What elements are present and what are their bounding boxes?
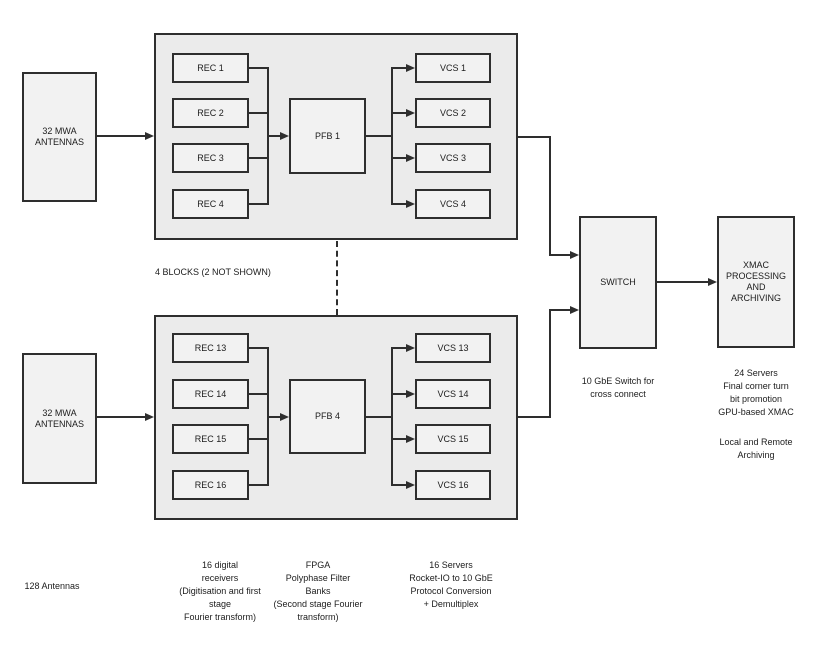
rec-4-box: REC 4 <box>172 189 249 219</box>
connector-line <box>249 67 268 69</box>
xmac-box: XMAC PROCESSING AND ARCHIVING <box>717 216 795 348</box>
rec-16-box: REC 16 <box>172 470 249 500</box>
connector-line <box>249 393 268 395</box>
arrowhead <box>708 278 717 286</box>
pfb-1-box: PFB 1 <box>289 98 366 174</box>
connector-line <box>366 416 392 418</box>
connector-line <box>249 347 268 349</box>
switch-note: 10 GbE Switch for cross connect <box>581 376 655 399</box>
arrowhead <box>406 481 415 489</box>
rec-2-box: REC 2 <box>172 98 249 128</box>
receivers-note: 16 digital receivers (Digitisation and f… <box>179 560 261 622</box>
connector-line <box>392 112 406 114</box>
arrowhead <box>406 435 415 443</box>
switch-box: SWITCH <box>579 216 657 349</box>
vcs-16-box: VCS 16 <box>415 470 491 500</box>
antennas-count-note: 128 Antennas <box>24 581 80 591</box>
vcs-2-box: VCS 2 <box>415 98 491 128</box>
vcs-3-box: VCS 3 <box>415 143 491 173</box>
pfb-note: FPGA Polyphase Filter Banks (Second stag… <box>273 560 363 622</box>
arrowhead <box>280 413 289 421</box>
connector-line <box>392 157 406 159</box>
arrowhead <box>406 344 415 352</box>
connector-line <box>268 135 281 137</box>
connector-line <box>550 254 571 256</box>
connector-line <box>392 438 406 440</box>
connector-line <box>391 347 393 486</box>
connector-line <box>366 135 392 137</box>
connector-line <box>516 416 551 418</box>
connector-line <box>549 309 551 418</box>
connector-line <box>657 281 709 283</box>
antennas-box-bottom: 32 MWA ANTENNAS <box>22 353 97 484</box>
arrowhead <box>406 154 415 162</box>
connector-line <box>550 309 571 311</box>
connector-line <box>392 393 406 395</box>
connector-line <box>268 416 281 418</box>
arrowhead <box>570 306 579 314</box>
rec-14-box: REC 14 <box>172 379 249 409</box>
connector-line <box>391 67 393 205</box>
xmac-note: 24 Servers Final corner turn bit promoti… <box>718 368 794 417</box>
antennas-box-top: 32 MWA ANTENNAS <box>22 72 97 202</box>
connector-line <box>249 438 268 440</box>
repetition-dashed-line <box>336 241 338 315</box>
connector-line <box>516 136 551 138</box>
connector-line <box>97 416 146 418</box>
connector-line <box>249 157 268 159</box>
archiving-note: Local and Remote Archiving <box>719 437 793 460</box>
arrowhead <box>570 251 579 259</box>
connector-line <box>392 484 406 486</box>
arrowhead <box>145 413 154 421</box>
arrowhead <box>406 64 415 72</box>
servers-note: 16 Servers Rocket-IO to 10 GbE Protocol … <box>409 560 493 609</box>
arrowhead <box>406 109 415 117</box>
connector-line <box>249 112 268 114</box>
connector-line <box>249 484 268 486</box>
rec-3-box: REC 3 <box>172 143 249 173</box>
vcs-1-box: VCS 1 <box>415 53 491 83</box>
pfb-4-box: PFB 4 <box>289 379 366 454</box>
connector-line <box>549 136 551 256</box>
vcs-14-box: VCS 14 <box>415 379 491 409</box>
blocks-note: 4 BLOCKS (2 NOT SHOWN) <box>155 267 271 277</box>
connector-line <box>392 203 406 205</box>
arrowhead <box>406 390 415 398</box>
rec-15-box: REC 15 <box>172 424 249 454</box>
connector-line <box>392 347 406 349</box>
connector-line <box>392 67 406 69</box>
rec-1-box: REC 1 <box>172 53 249 83</box>
connector-line <box>249 203 268 205</box>
arrowhead <box>406 200 415 208</box>
rec-13-box: REC 13 <box>172 333 249 363</box>
connector-line <box>97 135 146 137</box>
vcs-13-box: VCS 13 <box>415 333 491 363</box>
arrowhead <box>145 132 154 140</box>
vcs-15-box: VCS 15 <box>415 424 491 454</box>
vcs-4-box: VCS 4 <box>415 189 491 219</box>
arrowhead <box>280 132 289 140</box>
